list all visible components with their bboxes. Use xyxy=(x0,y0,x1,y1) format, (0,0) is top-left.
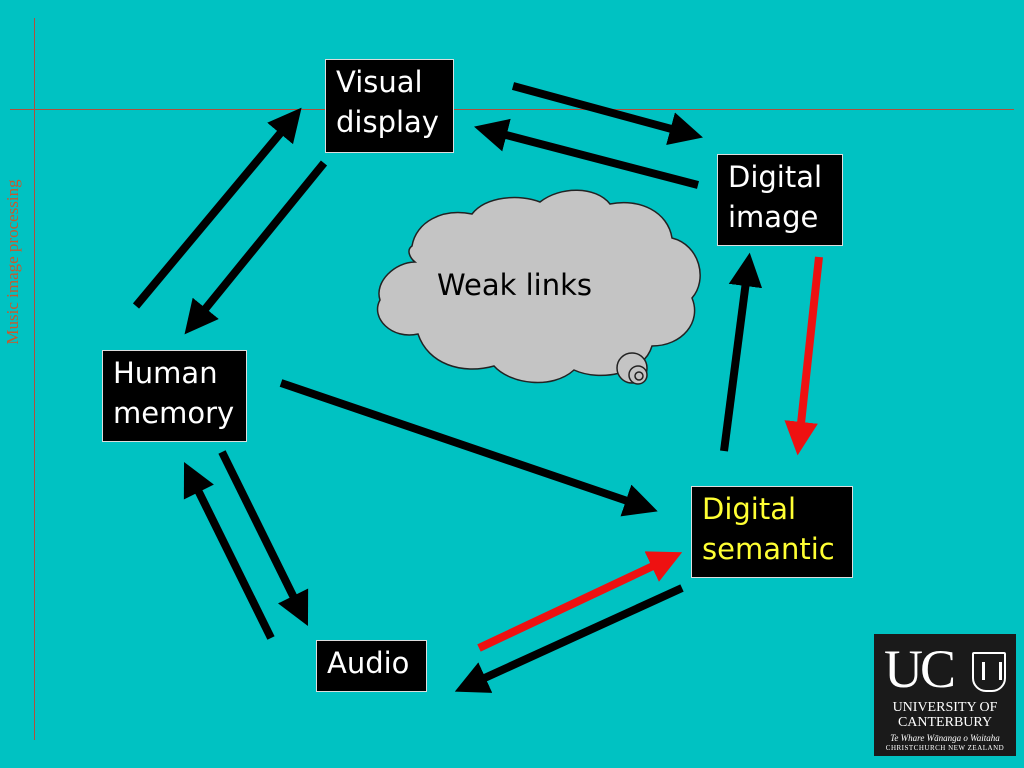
arrow-visual-to-digital-image xyxy=(511,82,703,145)
node-visual-display: Visual display xyxy=(325,59,454,153)
university-logo: UC UNIVERSITY OF CANTERBURY Te Whare Wān… xyxy=(874,634,1016,756)
arrow-audio-to-semantic xyxy=(477,551,683,652)
logo-line-3: Te Whare Wānanga o Waitaha xyxy=(890,733,1000,743)
logo-line-4: CHRISTCHURCH NEW ZEALAND xyxy=(885,744,1005,752)
horizontal-rule xyxy=(10,109,1014,110)
arrow-human-memory-to-audio xyxy=(218,450,309,627)
arrow-digital-image-to-semantic xyxy=(784,256,823,456)
cloud-shape xyxy=(377,189,701,384)
logo-mark: UC xyxy=(884,639,956,699)
node-audio: Audio xyxy=(316,640,427,692)
node-audio-line-1: Audio xyxy=(327,646,410,680)
node-digital-semantic-line-1: Digital xyxy=(702,492,797,526)
arrow-human-memory-to-visual xyxy=(132,107,302,309)
node-digital-semantic: Digital semantic xyxy=(691,486,853,578)
node-digital-image-line-1: Digital xyxy=(728,160,823,194)
node-visual-display-line-1: Visual xyxy=(336,65,423,99)
node-visual-display-line-2: display xyxy=(336,105,439,139)
arrow-semantic-to-audio xyxy=(454,584,684,693)
arrow-visual-to-human-memory xyxy=(184,160,328,335)
node-human-memory-line-1: Human xyxy=(113,356,218,390)
arrow-human-memory-to-semantic xyxy=(279,379,658,517)
logo-line-1: UNIVERSITY OF xyxy=(892,700,998,715)
logo-line-2: CANTERBURY xyxy=(897,715,993,730)
node-human-memory-line-2: memory xyxy=(113,396,235,430)
arrow-audio-to-human-memory xyxy=(183,461,275,640)
node-human-memory: Human memory xyxy=(102,350,247,442)
arrow-digital-image-to-visual xyxy=(473,118,700,189)
vertical-rule xyxy=(34,18,35,740)
arrow-semantic-to-digital-image xyxy=(720,252,763,452)
cloud-bubble-small xyxy=(634,371,644,381)
node-digital-semantic-line-2: semantic xyxy=(702,532,835,566)
node-digital-image: Digital image xyxy=(717,154,843,246)
weak-links-label: Weak links xyxy=(437,268,592,302)
weak-links-cloud xyxy=(377,189,701,385)
crest-icon xyxy=(972,652,1006,692)
node-digital-image-line-2: image xyxy=(728,200,819,234)
